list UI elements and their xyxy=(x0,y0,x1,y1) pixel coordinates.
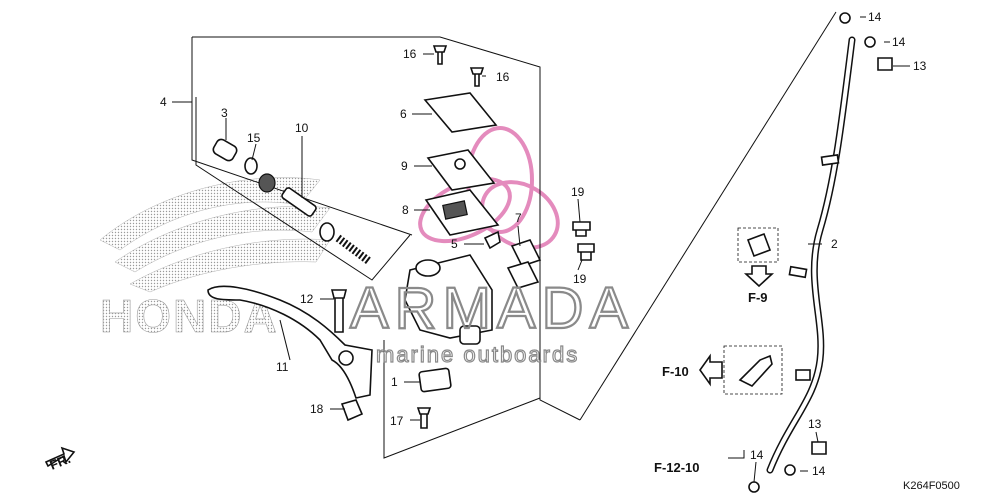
reservoir-parts xyxy=(423,92,500,236)
bolt-19a-part xyxy=(572,221,591,237)
callout-10: 10 xyxy=(295,121,309,135)
callout-2: 2 xyxy=(831,237,838,251)
cylinder-reservoir-top xyxy=(415,259,441,277)
plate-hole xyxy=(454,158,466,170)
f10-arrow xyxy=(699,353,723,387)
holder-7b-part xyxy=(506,261,540,289)
watermark: ARMADA marine outboards xyxy=(349,275,634,368)
washer-14c-part xyxy=(784,464,796,476)
piston-kit xyxy=(212,138,373,266)
lever-pivot xyxy=(338,350,354,366)
switch-part xyxy=(418,367,452,393)
callout-14-bottom: 14 xyxy=(812,464,826,478)
washer-14a-part xyxy=(839,12,851,24)
callout-16-lower: 16 xyxy=(496,70,510,84)
screws-16 xyxy=(432,45,485,87)
nut-18-part xyxy=(340,399,364,422)
master-cylinder-body xyxy=(404,221,595,345)
bolt-13a-part xyxy=(877,57,893,71)
callout-13-top: 13 xyxy=(913,59,927,73)
ref-f12-10: F-12-10 xyxy=(654,460,700,475)
watermark-tagline: marine outboards xyxy=(376,342,579,367)
small-parts xyxy=(330,289,452,429)
callout-19-upper: 19 xyxy=(571,185,585,199)
sensor-5-part xyxy=(483,230,501,250)
callout-14-top: 14 xyxy=(868,10,882,24)
reservoir-cap-part xyxy=(423,92,498,133)
plate-part xyxy=(426,149,496,191)
leader-lines xyxy=(172,16,910,483)
screw-17-part xyxy=(416,407,432,429)
callout-8: 8 xyxy=(402,203,409,217)
washer-14d-part xyxy=(748,481,760,493)
watermark-brand: ARMADA xyxy=(350,276,634,341)
hose-grommet xyxy=(795,369,811,381)
callout-11: 11 xyxy=(276,360,289,374)
callout-6: 6 xyxy=(400,107,407,121)
callout-7: 7 xyxy=(515,211,522,225)
diagram-code: K264F0500 xyxy=(903,480,960,492)
cylinder-outlet xyxy=(459,325,481,345)
callout-3: 3 xyxy=(221,106,228,120)
front-direction-arrow xyxy=(44,446,76,468)
f9-detail-part xyxy=(746,232,772,258)
f9-arrow xyxy=(743,265,775,288)
frame-lines xyxy=(191,11,837,459)
callout-14-second: 14 xyxy=(892,35,906,49)
f10-detail-box xyxy=(723,345,783,395)
reference-boxes xyxy=(44,227,783,468)
callout-12: 12 xyxy=(300,292,314,306)
brake-lever xyxy=(207,285,373,399)
bolt-19b-part xyxy=(577,243,595,261)
callout-9: 9 xyxy=(401,159,408,173)
secondary-cup-part xyxy=(319,222,335,242)
callout-1: 1 xyxy=(391,375,398,389)
callout-15: 15 xyxy=(247,131,261,145)
callout-18: 18 xyxy=(310,402,324,416)
boot-part xyxy=(212,138,238,162)
brake-lever-part xyxy=(207,285,373,399)
f9-detail-box xyxy=(737,227,779,263)
f10-detail-part xyxy=(738,354,773,387)
callout-5: 5 xyxy=(451,237,458,251)
callout-19-lower: 19 xyxy=(573,272,587,286)
hose-clamp-upper xyxy=(820,154,840,166)
callouts: 4 3 15 10 16 16 6 9 8 5 7 19 19 12 11 18… xyxy=(160,10,927,478)
callout-14-third: 14 xyxy=(750,448,764,462)
callout-17: 17 xyxy=(390,414,404,428)
brake-hose xyxy=(748,12,893,493)
callout-13-bottom: 13 xyxy=(808,417,822,431)
pivot-bolt-part xyxy=(330,289,348,333)
washer-14b-part xyxy=(864,36,876,48)
section-refs: F-9 F-10 F-12-10 FR. K264F0500 xyxy=(48,290,960,492)
callout-4: 4 xyxy=(160,95,167,109)
holder-7a-part xyxy=(510,239,542,267)
diaphragm-center xyxy=(442,200,468,220)
ref-f10: F-10 xyxy=(662,364,689,379)
front-direction-label: FR. xyxy=(48,451,73,473)
bolt-13b-part xyxy=(811,441,827,455)
spring-part xyxy=(335,234,373,266)
ref-f9: F-9 xyxy=(748,290,768,305)
snap-ring-part xyxy=(244,157,258,175)
callout-16-upper: 16 xyxy=(403,47,417,61)
cup-part xyxy=(258,173,276,193)
hose-clamp-lower xyxy=(788,265,808,279)
